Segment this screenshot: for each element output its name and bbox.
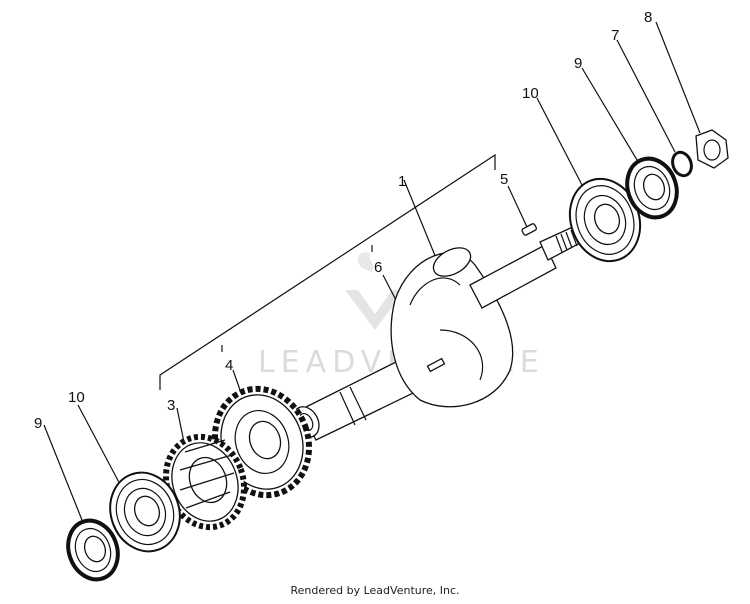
callout-7: 7 — [611, 27, 619, 44]
nut-part-8 — [695, 129, 729, 169]
bracket-lines — [159, 153, 496, 390]
bearing-left-part-10 — [109, 471, 181, 553]
footer-credit: Rendered by LeadVenture, Inc. — [290, 584, 460, 597]
callout-5: 5 — [500, 171, 508, 188]
callout-10-left: 10 — [68, 389, 85, 406]
callout-9-right: 9 — [574, 55, 582, 72]
callout-8: 8 — [644, 9, 652, 26]
bracket-outer — [159, 153, 496, 390]
crankshaft — [292, 225, 583, 441]
callout-10-right: 10 — [522, 85, 539, 102]
seal-left-part-9 — [66, 518, 120, 582]
lock-washer-part-7 — [671, 150, 693, 178]
seal-right-part-9 — [625, 156, 679, 220]
callout-6: 6 — [374, 259, 382, 276]
callout-1: 1 — [398, 173, 406, 190]
callout-labels: 1 3 4 5 6 7 8 9 9 10 10 — [34, 9, 652, 432]
callout-3: 3 — [167, 397, 175, 414]
callout-4: 4 — [225, 357, 233, 374]
callout-9-left: 9 — [34, 415, 42, 432]
bearing-right-part-10 — [568, 177, 642, 263]
helical-gear-part-3 — [162, 433, 248, 531]
thread-end — [555, 229, 578, 253]
key-part-5 — [521, 223, 538, 236]
